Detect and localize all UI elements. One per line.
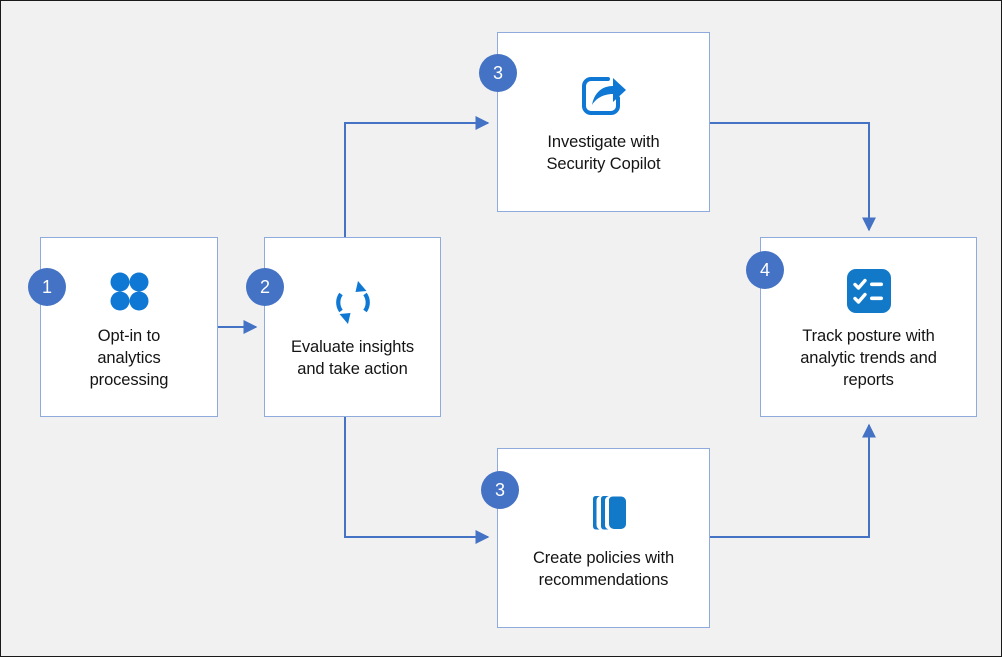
connector-2-to-3b bbox=[344, 417, 490, 544]
connector-2-to-3a bbox=[344, 116, 490, 237]
badge-number: 2 bbox=[259, 277, 270, 297]
refresh-sync-icon bbox=[328, 273, 378, 331]
share-export-icon bbox=[579, 68, 629, 126]
node-investigate-with-security-copilot[interactable]: Investigate with Security Copilot bbox=[497, 32, 710, 212]
node-badge-4: 4 bbox=[746, 251, 784, 289]
checklist-icon bbox=[846, 262, 892, 320]
connector-3b-to-4 bbox=[710, 423, 876, 538]
node-badge-1: 1 bbox=[28, 268, 66, 306]
badge-number: 4 bbox=[759, 260, 770, 280]
four-dots-grid-icon bbox=[105, 262, 153, 320]
node-badge-3a: 3 bbox=[479, 54, 517, 92]
badge-number: 3 bbox=[492, 63, 503, 83]
stacked-layers-icon bbox=[578, 484, 630, 542]
node-label: Investigate with Security Copilot bbox=[546, 133, 661, 173]
node-opt-in-to-analytics-processing[interactable]: Opt-in to analytics processing bbox=[40, 237, 218, 417]
badge-number: 1 bbox=[41, 277, 52, 297]
connector-3a-to-4 bbox=[710, 122, 876, 232]
node-label: Create policies with recommendations bbox=[532, 549, 675, 589]
node-label: Track posture with analytic trends and r… bbox=[800, 327, 937, 389]
node-label: Opt-in to analytics processing bbox=[89, 327, 169, 389]
node-track-posture-with-analytic-trends-and-reports[interactable]: Track posture with analytic trends and r… bbox=[760, 237, 977, 417]
node-badge-2: 2 bbox=[246, 268, 284, 306]
node-create-policies-with-recommendations[interactable]: Create policies with recommendations bbox=[497, 448, 710, 628]
node-badge-3b: 3 bbox=[481, 471, 519, 509]
node-evaluate-insights-and-take-action[interactable]: Evaluate insights and take action bbox=[264, 237, 441, 417]
node-label: Evaluate insights and take action bbox=[290, 338, 415, 378]
badge-number: 3 bbox=[494, 480, 505, 500]
